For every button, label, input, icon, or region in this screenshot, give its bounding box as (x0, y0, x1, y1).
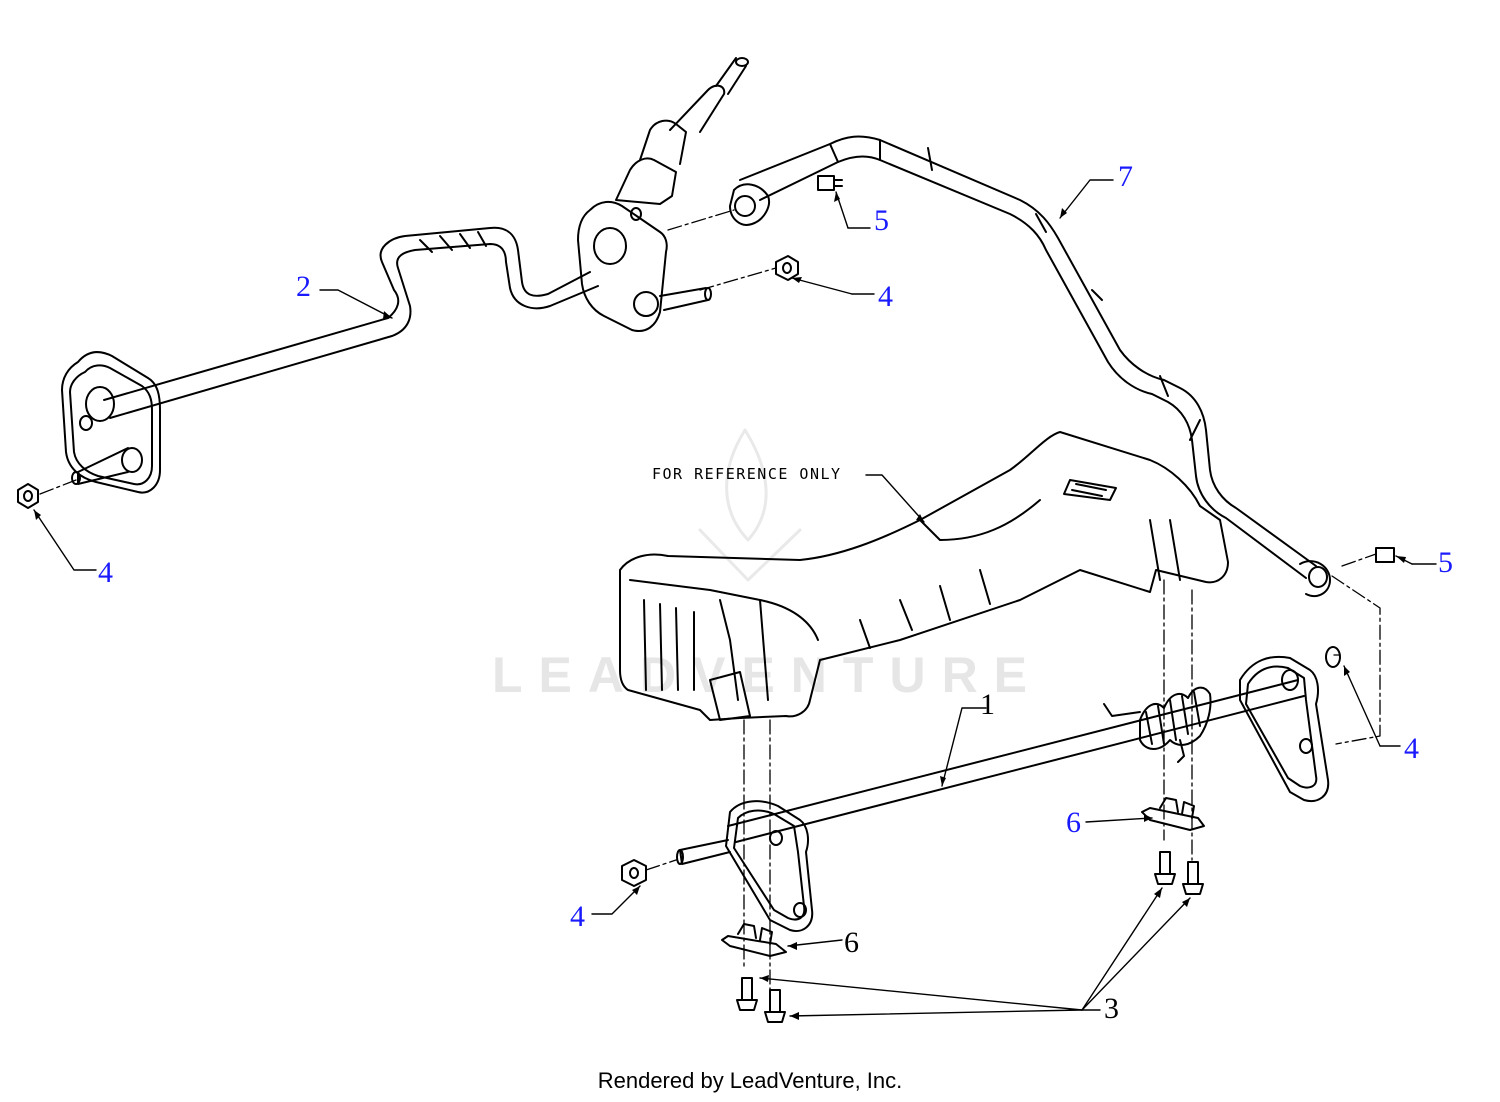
callout-5-right: 5 (1438, 546, 1453, 579)
watermark-text: LEADVENTURE (492, 647, 1044, 703)
mounting-brackets (721, 797, 1205, 957)
callout-6-lower: 6 (844, 926, 859, 959)
leader-lines (33, 179, 1437, 1017)
footer-credit: Rendered by LeadVenture, Inc. (597, 1068, 903, 1093)
watermark-flame-icon (698, 428, 802, 582)
callout-5-upper: 5 (874, 204, 889, 237)
callout-4-right: 4 (1404, 732, 1419, 765)
deck-lift-bar (729, 135, 1331, 598)
deck-reference-outline (619, 431, 1229, 721)
callout-1: 1 (980, 688, 995, 721)
bolts (736, 851, 1204, 1023)
callout-2: 2 (296, 270, 311, 303)
callout-4-lower: 4 (570, 900, 585, 933)
lift-arm-bracket (577, 57, 749, 332)
reference-note: FOR REFERENCE ONLY (652, 465, 842, 483)
callout-3: 3 (1104, 992, 1119, 1025)
callout-4-upper: 4 (878, 280, 893, 313)
alignment-lines (39, 209, 1381, 991)
leader-arrowheads (34, 192, 1406, 1020)
lift-shaft-rear (61, 226, 599, 494)
callout-7: 7 (1118, 160, 1133, 193)
hardware-upper (17, 175, 1395, 668)
lift-shaft-front (621, 655, 1330, 932)
callout-4-left: 4 (98, 556, 113, 589)
callout-6-right: 6 (1066, 806, 1081, 839)
